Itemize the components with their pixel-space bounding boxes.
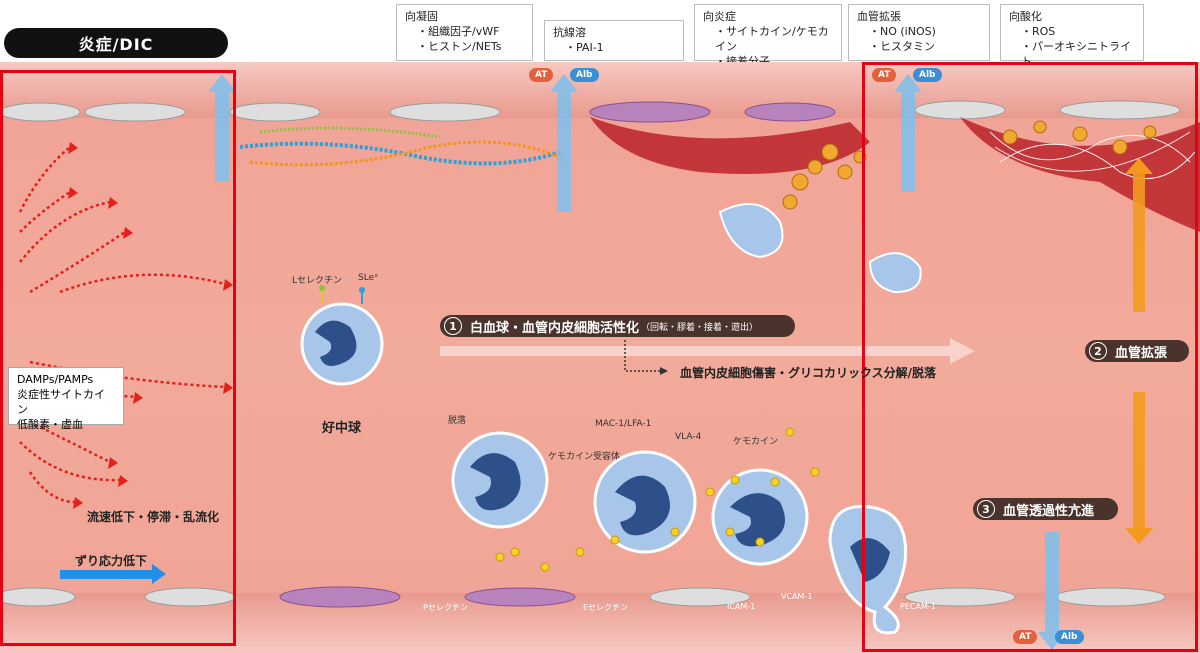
infobox-item: ROS [1021,24,1135,39]
step3-title: 血管透過性亢進 [1003,503,1095,519]
nets-strands [239,126,571,167]
infobox-item: 組織因子/vWF [417,24,524,39]
damps-line: DAMPs/PAMPs [17,373,94,386]
infobox-heading: 向炎症 [703,10,736,23]
endothelial-cells-top [0,100,1181,123]
neutrophil-adhered-3 [711,468,809,566]
flow-arrow [440,338,975,364]
step1-result: 血管内皮細胞傷害・グリコカリックス分解/脱落 [680,366,937,380]
surface-label-e-selectin: Eセレクチン [583,603,629,612]
at-pill-bottom: AT [1013,630,1038,644]
surface-label-p-selectin: Pセレクチン [423,603,468,612]
surface-label-pecam1: PECAM-1 [900,602,936,611]
infobox-heading: 抗線溶 [553,26,586,39]
neutrophil-adhered-1 [451,431,549,529]
infobox-vasodilation: 血管拡張 NO (iNOS)ヒスタミン [848,4,990,61]
flow-label: 流速低下・停滞・乱流化 [87,510,220,524]
step2-number: 2 [1089,342,1107,360]
chemokine-label: ケモカイン [733,437,779,447]
at-pill-right: AT [872,68,897,82]
page-title-text: 炎症/DIC [78,35,154,54]
infobox-item: PAI-1 [565,40,675,55]
damps-line: 炎症性サイトカイン [17,388,105,416]
damps-box: DAMPs/PAMPs 炎症性サイトカイン 低酸素・虚血 [8,367,124,431]
arrow-heads [68,142,233,509]
infobox-item: パーオキシニトライト [1021,39,1135,69]
neutrophil-label: 好中球 [322,421,362,436]
mac1-label: MAC-1/LFA-1 [595,419,652,429]
infobox-inflammation: 向炎症 サイトカイン/ケモカイン接着分子 [694,4,842,68]
neutrophil-free [300,285,384,386]
turbulent-flow-arrows [18,146,226,504]
neutrophil-transmigrating [828,504,908,635]
infobox-item: サイトカイン/ケモカイン [715,24,833,54]
infobox-heading: 向酸化 [1009,10,1042,23]
l-selectin-label: Lセレクチン [292,276,343,286]
infobox-item: ヒスタミン [869,39,981,54]
surface-label-icam1: ICAM-1 [727,602,756,611]
infobox-item: NO (iNOS) [869,24,981,39]
detach-label: 脱落 [448,416,467,426]
vla4-label: VLA-4 [675,432,702,442]
infobox-oxidation: 向酸化 ROSパーオキシニトライト [1000,4,1144,68]
chemokine-receptor-label: ケモカイン受容体 [548,452,621,462]
activated-platelet-cells [718,203,922,294]
infobox-antifibrinolysis: 抗線溶 PAI-1 [544,20,684,61]
step1-number: 1 [444,317,462,335]
step2-title: 血管拡張 [1115,345,1168,361]
infobox-heading: 向凝固 [405,10,438,23]
damps-line: 低酸素・虚血 [17,418,83,431]
neutrophil-adhered-2 [593,450,697,554]
frame-right-panel [862,62,1198,652]
infobox-heading: 血管拡張 [857,10,901,23]
alb-pill-right: Alb [913,68,942,82]
alb-pill-bottom: Alb [1055,630,1084,644]
connector-head [660,367,668,375]
step1-bar: 1 白血球・血管内皮細胞活性化 （回転・膠着・接着・遊出） [440,315,795,337]
step2-bar: 2 血管拡張 [1085,340,1189,362]
shear-arrow [60,564,166,584]
sle-label: SLeˣ [358,273,379,283]
page-title: 炎症/DIC [4,28,228,58]
step1-subtitle: （回転・膠着・接着・遊出） [641,322,759,333]
vessel-illustration [0,74,1200,650]
platelet-aggregates [782,120,1157,210]
shear-label: ずり応力低下 [75,554,148,568]
endothelial-cells-bottom [0,586,1166,608]
fibrin-clot [989,131,1196,180]
blue-up-arrows [208,74,922,212]
blood-vessel: DAMPs/PAMPs 炎症性サイトカイン 低酸素・虚血 流速低下・停滞・乱流化… [0,62,1200,653]
chemokine-dots [495,427,820,572]
surface-label-vcam1: VCAM-1 [781,592,813,601]
infobox-coagulation: 向凝固 組織因子/vWFヒストン/NETs [396,4,533,61]
step1-title: 白血球・血管内皮細胞活性化 [470,320,640,336]
hemorrhage-region [590,117,870,174]
orange-arrows [1125,158,1153,544]
infobox-item: ヒストン/NETs [417,39,524,54]
frame-left-panel [0,70,236,646]
alb-pill: Alb [570,68,599,82]
step3-number: 3 [977,500,995,518]
step3-bar: 3 血管透過性亢進 [973,498,1118,520]
at-pill: AT [529,68,554,82]
